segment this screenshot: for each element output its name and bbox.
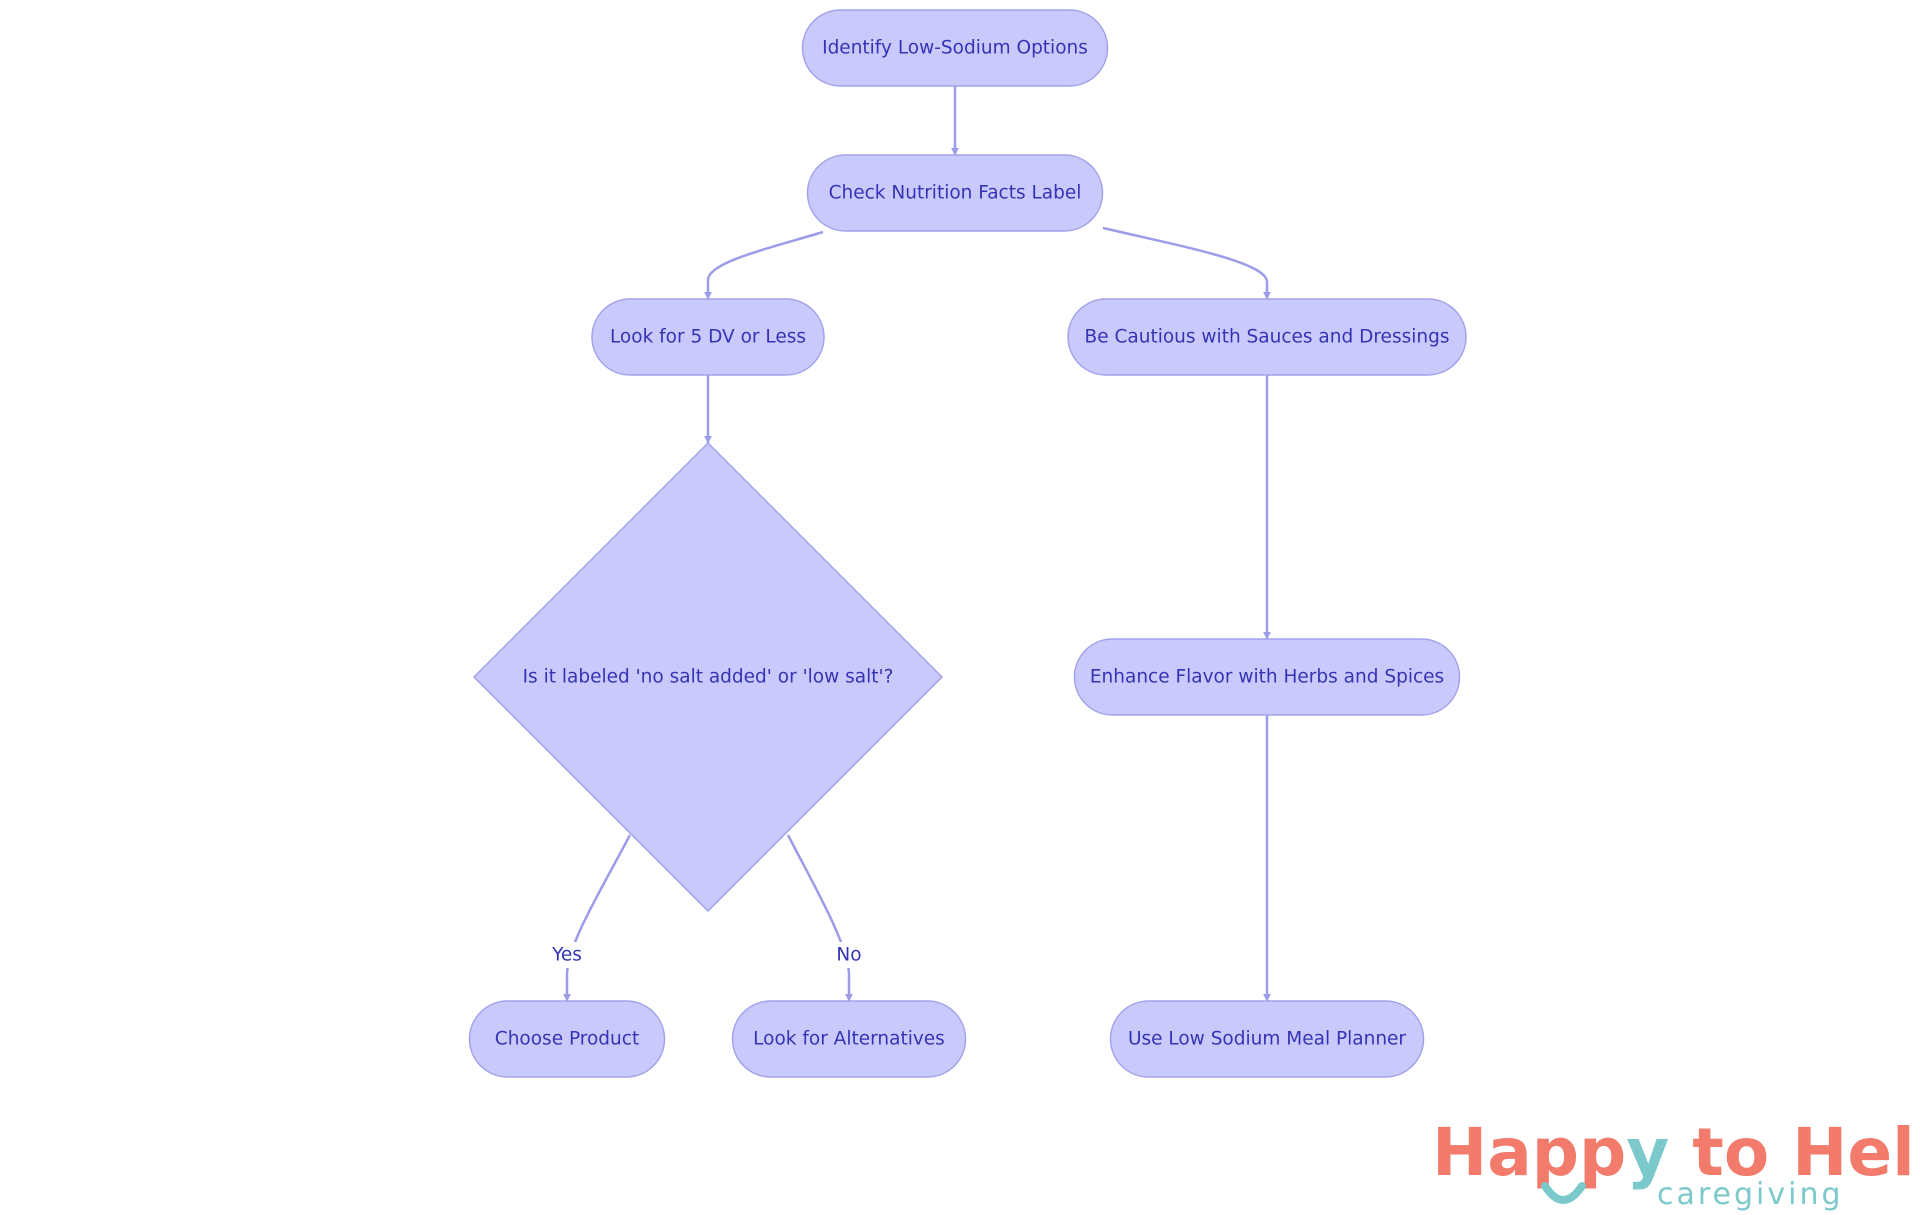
edges-layer (563, 86, 1271, 1002)
node-n4: Be Cautious with Sauces and Dressings (1067, 298, 1467, 376)
process-box (468, 1000, 666, 1078)
node-label: Look for 5 DV or Less (610, 327, 806, 348)
process-box (1073, 638, 1461, 716)
process-box (801, 9, 1109, 87)
node-n9: Use Low Sodium Meal Planner (1109, 1000, 1425, 1078)
node-n2: Check Nutrition Facts Label (806, 154, 1104, 232)
logo-smile-icon (1541, 1182, 1586, 1204)
decision-diamond (472, 441, 944, 913)
node-label: Use Low Sodium Meal Planner (1128, 1029, 1406, 1050)
node-label: Look for Alternatives (753, 1029, 945, 1050)
process-box (591, 298, 825, 376)
node-label: Check Nutrition Facts Label (829, 183, 1082, 204)
node-n7: Choose Product (468, 1000, 666, 1078)
node-label: Enhance Flavor with Herbs and Spices (1090, 667, 1444, 688)
node-label: Be Cautious with Sauces and Dressings (1085, 327, 1450, 348)
edge-label-text: No (836, 945, 861, 966)
edge-n2-n4 (1102, 226, 1271, 300)
edge-labels-layer: Yes No (544, 942, 866, 968)
process-box (731, 1000, 967, 1078)
edge-label-text: Yes (551, 945, 582, 966)
node-n1: Identify Low-Sodium Options (801, 9, 1109, 87)
edge-n2-n3 (704, 230, 824, 300)
logo-title-part2: y (1626, 1114, 1669, 1191)
edge-label-n5-n8: No (832, 942, 866, 968)
process-box (1067, 298, 1467, 376)
node-label: Is it labeled 'no salt added' or 'low sa… (523, 667, 894, 688)
process-box (806, 154, 1104, 232)
happy-to-help-logo: Happy to Help caregiving (1432, 1114, 1920, 1212)
edge-label-n5-n7: Yes (544, 942, 590, 968)
node-n8: Look for Alternatives (731, 1000, 967, 1078)
logo-subtitle: caregiving (1657, 1177, 1844, 1212)
node-n3: Look for 5 DV or Less (591, 298, 825, 376)
node-label: Identify Low-Sodium Options (822, 38, 1088, 59)
edge-label-background (544, 942, 590, 968)
logo-title-part1: Happ (1432, 1114, 1626, 1191)
node-n6: Enhance Flavor with Herbs and Spices (1073, 638, 1461, 716)
edge-n5-n7 (563, 834, 632, 1002)
process-box (1109, 1000, 1425, 1078)
node-label: Choose Product (495, 1029, 639, 1050)
logo-title: Happy to Help (1432, 1114, 1920, 1191)
edge-label-background (832, 942, 866, 968)
logo-title-part3: to Help (1669, 1114, 1920, 1191)
node-n5: Is it labeled 'no salt added' or 'low sa… (472, 441, 944, 913)
edge-n5-n8 (786, 834, 853, 1002)
